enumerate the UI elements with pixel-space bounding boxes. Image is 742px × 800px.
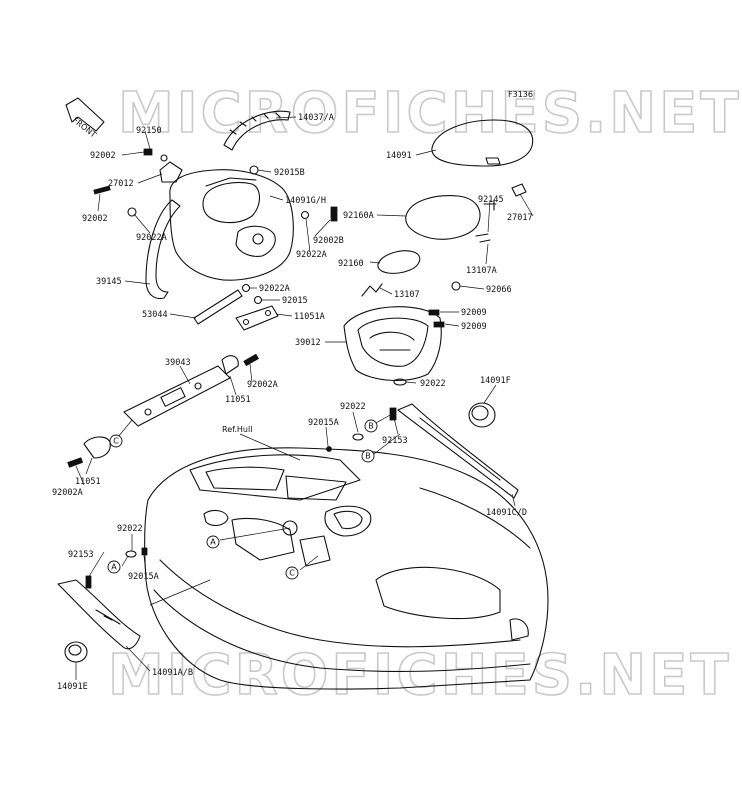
callout-13107A: 13107A <box>466 266 497 276</box>
seat-cover-14091-part <box>431 119 534 167</box>
pad-92160A-part <box>405 195 481 240</box>
callout-92145: 92145 <box>478 195 504 205</box>
callout-14091GH: 14091G/H <box>285 196 326 206</box>
callout-92015: 92015 <box>282 296 308 306</box>
callout-92160A: 92160A <box>343 211 374 221</box>
callout-92002B: 92002B <box>313 236 344 246</box>
cap-14091E-part <box>64 641 88 663</box>
pad-92160-part <box>377 250 421 274</box>
callout-53044: 53044 <box>142 310 168 320</box>
ref-marker-b-right: B <box>364 419 378 433</box>
callout-92022-lowleft: 92022 <box>117 524 143 534</box>
callout-11051A: 11051A <box>294 312 325 322</box>
leader-lines <box>75 116 534 680</box>
callout-92153-center: 92153 <box>382 436 408 446</box>
callout-92002-left: 92002 <box>82 214 108 224</box>
watermark-bottom: MICROFICHES.NET <box>108 643 732 708</box>
plate-11051A-part <box>235 305 279 331</box>
pad-27017-part <box>511 183 527 197</box>
hull-body <box>144 447 549 690</box>
callout-92015B: 92015B <box>274 168 305 178</box>
callout-14091F: 14091F <box>480 376 511 386</box>
cable-guide-part <box>145 199 181 300</box>
callout-92009-a: 92009 <box>461 308 487 318</box>
callout-11051-low: 11051 <box>75 477 101 487</box>
svg-text:A: A <box>111 563 117 572</box>
figure-code: F3136 <box>508 90 533 99</box>
storage-bucket-39012-part <box>343 306 442 381</box>
callout-92022A-low: 92022A <box>259 284 290 294</box>
ref-marker-a-left: A <box>107 560 121 574</box>
callout-14091E: 14091E <box>57 682 88 692</box>
bracket-part <box>159 161 183 183</box>
callout-14091: 14091 <box>386 151 412 161</box>
watermark-top: MICROFICHES.NET <box>118 81 742 146</box>
steering-cover-part <box>169 169 294 281</box>
handle-grip-part <box>223 110 291 151</box>
clips-part <box>361 199 497 297</box>
callout-11051-mid: 11051 <box>225 395 251 405</box>
ref-marker-c-top: C <box>109 434 123 448</box>
callout-92002-top: 92002 <box>90 151 116 161</box>
ref-marker-b-hull: B <box>361 449 375 463</box>
plate-39043-part <box>123 353 259 427</box>
bracket-11051-low <box>67 436 111 468</box>
callout-39043: 39043 <box>165 358 191 368</box>
callout-92002A-low: 92002A <box>52 488 83 498</box>
cap-14091F-part <box>468 402 496 428</box>
callout-92153-lowleft: 92153 <box>68 550 94 560</box>
callout-92015A-lowleft: 92015A <box>128 572 159 582</box>
side-cover-14091CD-part <box>397 403 519 499</box>
callout-39012: 39012 <box>295 338 321 348</box>
callout-92022-right: 92022 <box>420 379 446 389</box>
svg-text:A: A <box>210 538 216 547</box>
callout-27017: 27017 <box>507 213 533 223</box>
callout-92150: 92150 <box>136 126 162 136</box>
callout-39145: 39145 <box>96 277 122 287</box>
ref-marker-c-hull: C <box>285 566 299 580</box>
ref-marker-a-hull: A <box>206 535 220 549</box>
callout-92022A-left: 92022A <box>136 233 167 243</box>
callout-92015A-center: 92015A <box>308 418 339 428</box>
callout-14091CD: 14091C/D <box>486 508 527 518</box>
callout-92002A-mid: 92002A <box>247 380 278 390</box>
callout-92009-b: 92009 <box>461 322 487 332</box>
callout-27012: 27012 <box>108 179 134 189</box>
small-parts-lowleft <box>85 407 397 589</box>
callout-14037: 14037/A <box>298 113 334 123</box>
callout-92066: 92066 <box>486 285 512 295</box>
callout-92160: 92160 <box>338 259 364 269</box>
svg-text:B: B <box>368 422 374 431</box>
side-cover-14091AB-part <box>57 579 141 650</box>
callout-13107: 13107 <box>394 290 420 300</box>
svg-text:C: C <box>289 569 295 578</box>
callout-14091AB: 14091A/B <box>152 668 193 678</box>
ref-hull-label: Ref.Hull <box>222 425 252 434</box>
svg-text:C: C <box>113 437 119 446</box>
tube-part <box>193 289 243 325</box>
svg-text:B: B <box>365 452 371 461</box>
callout-92022-center: 92022 <box>340 402 366 412</box>
callout-92022A-mid: 92022A <box>296 250 327 260</box>
front-arrow-icon: FRONT <box>65 97 105 139</box>
small-bolts-top <box>93 148 338 305</box>
